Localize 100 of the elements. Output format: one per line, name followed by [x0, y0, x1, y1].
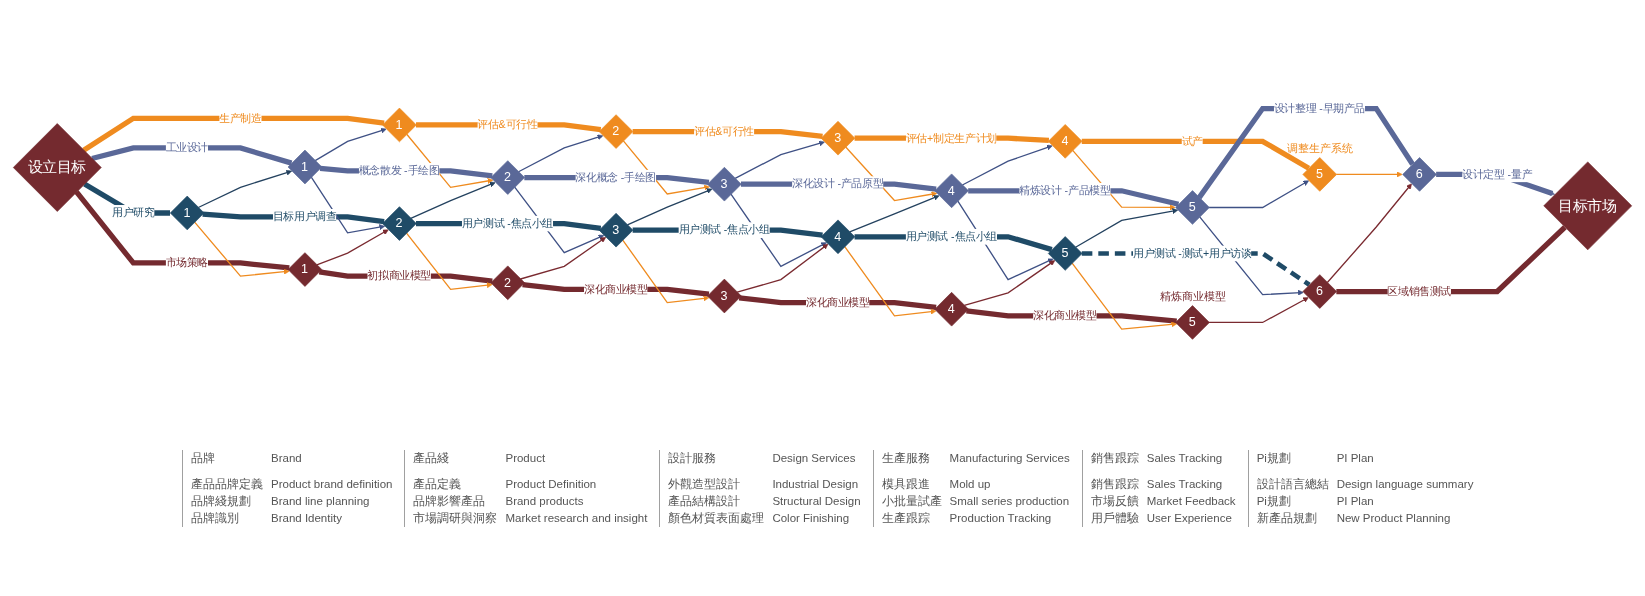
- node-diamond: 设立目标: [12, 123, 102, 212]
- item-translation: Structural Design: [772, 494, 861, 509]
- list-item: Pi規劃: [1256, 494, 1292, 509]
- edge-label: 区域销售测试: [1387, 285, 1451, 297]
- item-translation: User Experience: [1146, 511, 1233, 526]
- heading-translation: Manufacturing Services: [949, 451, 1070, 466]
- list-item: 產品品牌定義: [191, 477, 263, 492]
- arrow: [626, 188, 713, 226]
- node-diamond: 2: [598, 114, 634, 149]
- node-diamond: 4: [820, 219, 856, 254]
- node-diamond: 4: [1048, 124, 1083, 159]
- item-translation: New Product Planning: [1336, 511, 1452, 526]
- item-translation: Design language summary: [1336, 477, 1474, 492]
- arrow: [310, 176, 386, 234]
- node-diamond: 1: [170, 195, 205, 231]
- edge-label: 目标用户调查: [272, 211, 337, 223]
- item-translation: Mold up: [949, 477, 992, 492]
- heading-translation: Sales Tracking: [1146, 451, 1224, 466]
- item-translation: Product brand definition: [271, 477, 393, 492]
- node-diamond: 5: [1175, 190, 1210, 225]
- list-item: 產品定義: [413, 477, 463, 492]
- heading-translation: Brand: [271, 451, 303, 466]
- item-translation: Market Feedback: [1146, 494, 1236, 509]
- heading-translation: PI Plan: [1336, 451, 1375, 466]
- edge-label: 生产制造: [219, 112, 262, 124]
- edge-label: 初拟商业模型: [367, 270, 431, 282]
- edge-label: 用户测试 -焦点小组: [678, 224, 770, 236]
- arrow: [1208, 180, 1310, 209]
- connector: [1197, 105, 1415, 200]
- edge-label: 深化概念 -手绘图: [575, 171, 657, 183]
- arrow: [849, 194, 940, 233]
- arrow: [406, 133, 494, 189]
- list-item: 新產品規劃: [1256, 511, 1318, 526]
- edge-label: 工业设计: [165, 142, 209, 154]
- arrow: [316, 229, 389, 266]
- edge-label: 评估&可行性: [694, 125, 755, 137]
- column-heading: Pi規劃: [1256, 451, 1292, 466]
- arrow: [963, 260, 1056, 307]
- arrow: [405, 232, 493, 291]
- list-item: 設計語言總結: [1256, 477, 1329, 492]
- arrow: [519, 236, 607, 280]
- arrow: [622, 239, 710, 304]
- node-diamond: 3: [707, 278, 742, 314]
- arrow: [1074, 208, 1179, 248]
- list-item: 生產跟踪: [881, 511, 931, 526]
- edge-label: 深化商业模型: [1033, 309, 1097, 322]
- node-diamond: 5: [1048, 236, 1083, 271]
- heading-translation: Design Services: [772, 451, 857, 466]
- node-diamond: 4: [934, 173, 969, 208]
- node-diamond: 4: [934, 292, 969, 327]
- list-item: 品牌綫規劃: [191, 494, 252, 509]
- node-diamond: 2: [382, 206, 417, 241]
- list-item: 市場反饋: [1090, 494, 1139, 509]
- node-diamond: 1: [287, 149, 323, 185]
- list-item: 市場調研與洞察: [413, 511, 498, 526]
- node-diamond: 目标市场: [1543, 161, 1633, 251]
- node-diamond: 2: [490, 160, 525, 195]
- arrow: [622, 140, 710, 195]
- edge-label: 用户研究: [112, 207, 155, 219]
- arrow: [736, 243, 829, 293]
- connector: [74, 190, 290, 271]
- edge-label: 深化商业模型: [805, 296, 870, 308]
- column-heading: 銷售跟踪: [1090, 451, 1139, 466]
- item-translation: Brand Identity: [271, 511, 343, 526]
- arrow: [1072, 149, 1176, 211]
- column-heading: 設計服務: [668, 451, 718, 466]
- arrow: [197, 169, 293, 209]
- column-heading: 產品綫: [413, 451, 451, 466]
- edge-label: 用户测试 -焦点小组: [905, 230, 997, 243]
- arrow: [957, 200, 1054, 281]
- edge-label: 用户测试 -焦点小组: [461, 217, 553, 229]
- list-item: 銷售跟踪: [1090, 477, 1139, 492]
- edge-label: 评估+制定生产计划: [905, 132, 997, 144]
- arrow: [1199, 216, 1304, 296]
- arrow: [517, 134, 604, 173]
- edge-label: 设计整理 -早期产品: [1273, 102, 1365, 114]
- list-item: 小批量試產: [881, 494, 942, 509]
- arrow: [961, 144, 1053, 186]
- edge-label: 市场策略: [165, 256, 209, 269]
- connector: [1081, 138, 1311, 171]
- item-translation: Production Tracking: [949, 511, 1053, 526]
- item-translation: Brand line planning: [271, 494, 371, 509]
- arrow: [844, 245, 937, 317]
- item-translation: Product Definition: [505, 477, 598, 492]
- node-caption: 精炼商业模型: [1159, 290, 1226, 303]
- item-translation: Industrial Design: [772, 477, 860, 492]
- arrow: [1335, 171, 1403, 178]
- heading-translation: Product: [505, 451, 547, 466]
- node-diamond: 3: [707, 166, 742, 202]
- item-translation: Small series production: [949, 494, 1070, 509]
- item-translation: Sales Tracking: [1146, 477, 1224, 492]
- node-diamond: 1: [382, 107, 417, 143]
- edge-label: 评估&可行性: [477, 119, 538, 131]
- node-diamond: 5: [1175, 305, 1210, 340]
- item-translation: Market research and insight: [505, 511, 648, 526]
- arrow: [410, 181, 496, 219]
- edge-label: 深化设计 -产品原型: [792, 178, 884, 190]
- column-heading: 生產服務: [881, 451, 931, 466]
- node-diamond: 3: [598, 212, 634, 248]
- item-translation: Color Finishing: [772, 511, 851, 526]
